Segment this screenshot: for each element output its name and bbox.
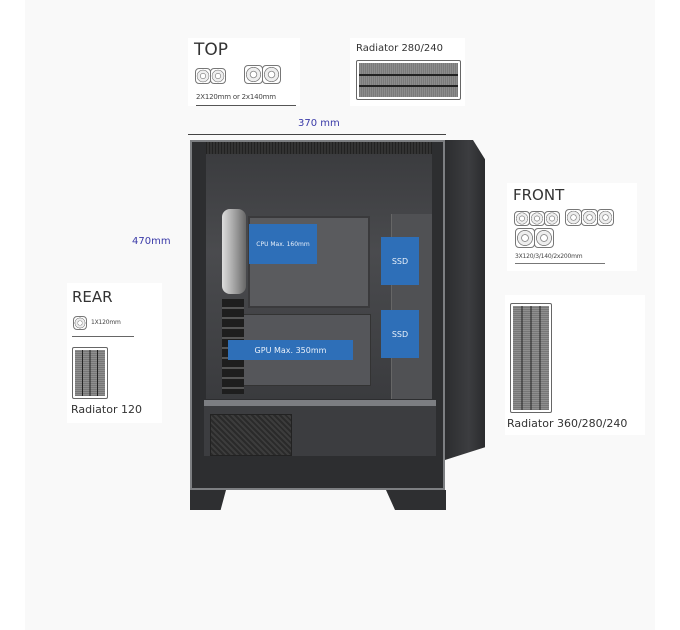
- fan-140-icon: [597, 209, 614, 226]
- rear-card: REAR 1X120mm Radiator 120: [67, 283, 162, 423]
- fan-120-icon: [514, 211, 530, 226]
- pc-case-image: CPU Max. 160mm GPU Max. 350mm SSD SSD: [190, 140, 490, 520]
- fan-120-icon: [210, 68, 226, 84]
- gpu-length-label: GPU Max. 350mm: [228, 340, 353, 360]
- height-dimension-label: 470mm: [132, 236, 171, 247]
- front-radiator-label: Radiator 360/280/240: [507, 417, 628, 430]
- top-fan-spec: 2X120mm or 2x140mm: [196, 93, 276, 101]
- fan-120-icon: [529, 211, 545, 226]
- psu-shroud-edge: [204, 400, 436, 406]
- fan-140-icon: [581, 209, 598, 226]
- ssd-slot-1: SSD: [381, 237, 419, 285]
- psu-window: [210, 414, 292, 456]
- fan-140-icon: [262, 65, 281, 84]
- top-fan-card: TOP 2X120mm or 2x140mm: [188, 38, 300, 106]
- front-title: FRONT: [513, 186, 565, 204]
- fan-120-icon: [73, 316, 87, 330]
- top-divider: [196, 105, 296, 106]
- radiator-360-icon: [510, 303, 552, 413]
- width-dimension-label: 370 mm: [298, 118, 340, 129]
- top-radiator-card: Radiator 280/240: [350, 38, 465, 106]
- case-frame: CPU Max. 160mm GPU Max. 350mm SSD SSD: [190, 140, 445, 490]
- case-foot-right: [386, 490, 446, 510]
- rear-fan: [222, 209, 246, 294]
- fan-120-icon: [544, 211, 560, 226]
- front-fan-card: FRONT 3X120/3/140/2x200mm: [507, 183, 637, 271]
- case-foot-left: [190, 490, 226, 510]
- rear-title: REAR: [72, 288, 113, 306]
- radiator-280-icon: [356, 60, 461, 100]
- front-fan-spec: 3X120/3/140/2x200mm: [515, 253, 583, 260]
- fan-200-icon: [515, 228, 535, 248]
- fan-200-icon: [534, 228, 554, 248]
- front-radiator-card: Radiator 360/280/240: [505, 295, 645, 435]
- cpu-cooler-label: CPU Max. 160mm: [249, 224, 317, 264]
- fan-140-icon: [244, 65, 263, 84]
- top-title: TOP: [194, 40, 229, 60]
- radiator-120-icon: [72, 347, 108, 399]
- top-radiator-label: Radiator 280/240: [356, 43, 443, 54]
- rear-fan-spec: 1X120mm: [91, 319, 121, 326]
- fan-120-icon: [195, 68, 211, 84]
- ssd-slot-2: SSD: [381, 310, 419, 358]
- case-front-panel: [445, 140, 485, 460]
- fan-140-icon: [565, 209, 582, 226]
- rear-radiator-label: Radiator 120: [71, 403, 142, 416]
- front-divider: [515, 263, 605, 264]
- rear-divider: [72, 336, 134, 337]
- width-dimension-line: [188, 134, 446, 135]
